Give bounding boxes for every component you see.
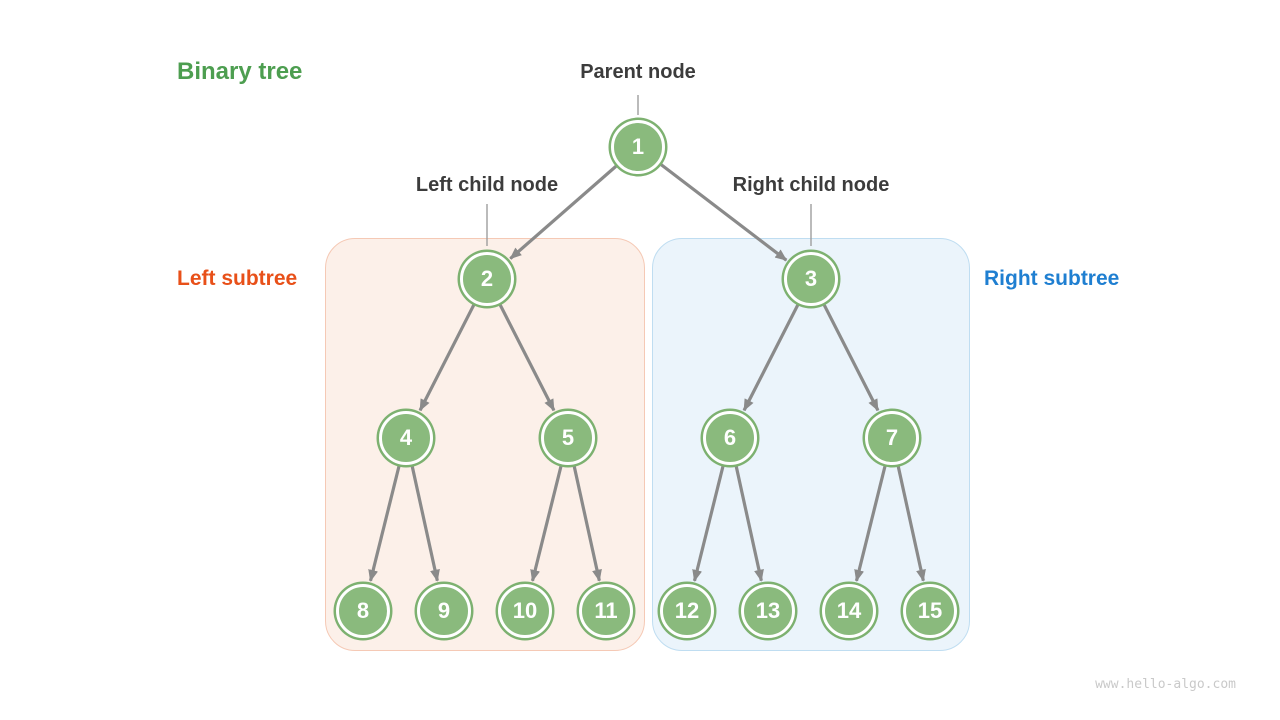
tree-edge-7-15 <box>896 463 926 582</box>
tree-node-5: 5 <box>541 411 595 465</box>
tree-edge-1-3 <box>657 161 788 262</box>
tree-node-10: 10 <box>498 584 552 638</box>
left-subtree-label: Left subtree <box>177 267 298 290</box>
tree-edge-3-7 <box>821 301 880 412</box>
tree-edge-2-4 <box>418 301 477 412</box>
tree-edge-2-5 <box>497 301 556 412</box>
parent-node-label: Parent node <box>580 61 696 83</box>
tree-node-9: 9 <box>417 584 471 638</box>
tree-node-3: 3 <box>784 252 838 306</box>
tree-node-12: 12 <box>660 584 714 638</box>
tree-node-4: 4 <box>379 411 433 465</box>
tree-edge-3-6 <box>742 301 801 412</box>
right-child-node-label: Right child node <box>732 174 890 196</box>
tree-node-1: 1 <box>611 120 665 174</box>
tree-node-8: 8 <box>336 584 390 638</box>
tree-node-2: 2 <box>460 252 514 306</box>
tree-edge-4-9 <box>410 463 440 582</box>
tree-edge-1-2 <box>509 162 620 260</box>
left-child-node-label: Left child node <box>415 174 559 196</box>
tree-edge-5-11 <box>572 463 602 582</box>
tree-edge-6-12 <box>692 462 726 582</box>
tree-edge-5-10 <box>530 462 564 582</box>
diagram-title: Binary tree <box>177 58 303 85</box>
tree-edge-4-8 <box>368 462 402 582</box>
tree-node-14: 14 <box>822 584 876 638</box>
right-subtree-label: Right subtree <box>984 267 1120 290</box>
tree-edge-6-13 <box>734 463 764 582</box>
tree-node-6: 6 <box>703 411 757 465</box>
tree-node-15: 15 <box>903 584 957 638</box>
tree-node-13: 13 <box>741 584 795 638</box>
tree-edge-7-14 <box>854 462 888 582</box>
watermark-text: www.hello-algo.com <box>1095 677 1236 692</box>
tree-node-7: 7 <box>865 411 919 465</box>
tree-node-11: 11 <box>579 584 633 638</box>
